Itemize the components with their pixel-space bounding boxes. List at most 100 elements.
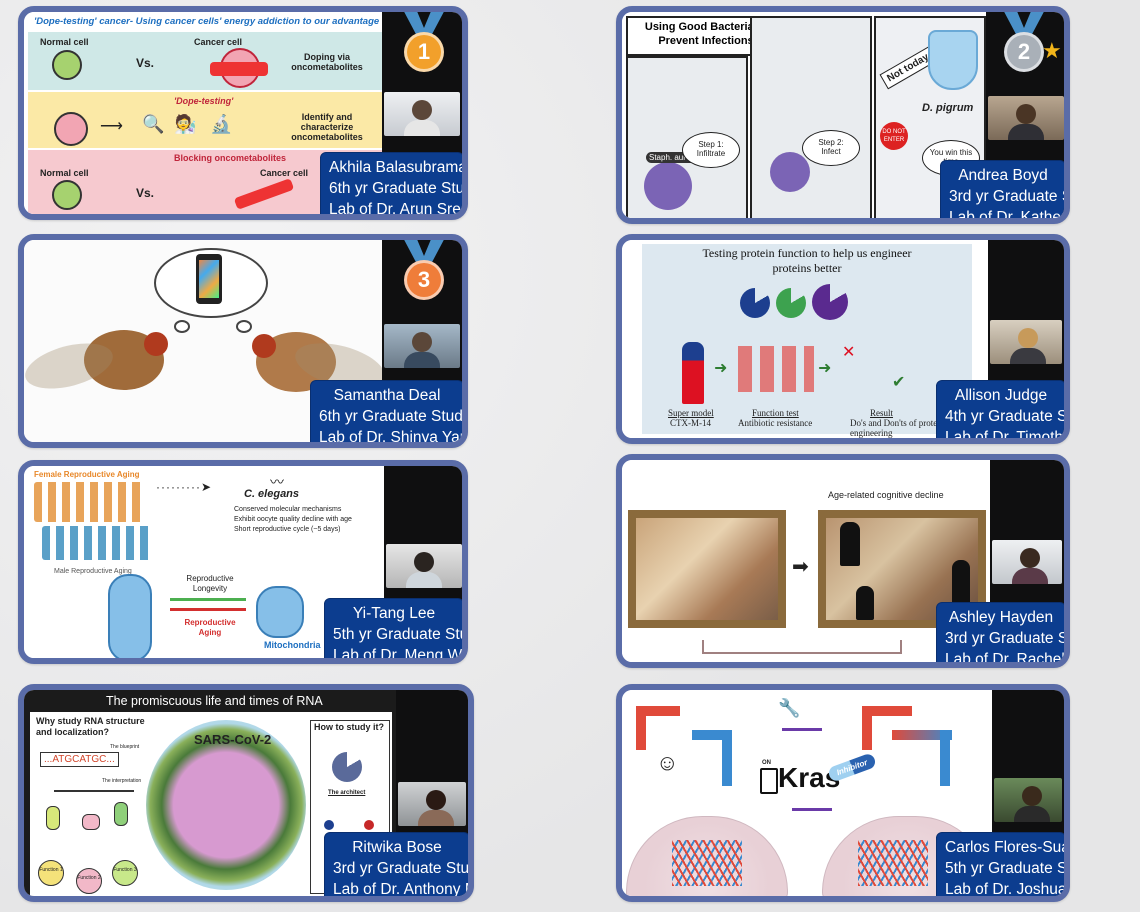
- check-icon: ✔: [892, 374, 906, 391]
- step1-bubble: [682, 132, 740, 168]
- silhouette-3: [952, 560, 970, 604]
- camera-strip-4: [988, 240, 1064, 438]
- dotted-arrow: ·········➤: [156, 480, 213, 494]
- name-tag: Allison Judge 4th yr Graduate Student La…: [936, 380, 1070, 444]
- presenter-name: Carlos Flores-Suarez: [945, 839, 1070, 856]
- c-elegans-label: C. elegans: [244, 488, 300, 500]
- vessel-red-left: [636, 706, 680, 716]
- webcam-person: [426, 790, 446, 810]
- arrow-right-icon: ➡: [792, 556, 809, 578]
- doping-label: Doping via oncometabolites: [291, 52, 363, 72]
- purple-arrow-1: [782, 728, 822, 731]
- model-figure: [682, 342, 704, 404]
- star-badge-icon: ★: [1042, 38, 1062, 63]
- probe-blue: [324, 820, 334, 830]
- vessel-blue-left-down: [722, 730, 732, 786]
- webcam-person: [1016, 104, 1036, 124]
- name-tag: Carlos Flores-Suarez 5th yr Graduate Stu…: [936, 832, 1070, 896]
- stick-figure-icon: ☺: [656, 750, 679, 775]
- function-test-label: Function test: [752, 408, 799, 418]
- d-pigrum-label: D. pigrum: [922, 102, 974, 114]
- sequence-label: ...ATGCATGC...: [40, 752, 119, 767]
- presenter-lab: Lab of Dr. Timothy Palzkill: [945, 429, 1070, 444]
- vessel-blue-right-down: [940, 730, 950, 786]
- name-tag: Samantha Deal 6th yr Graduate Student La…: [310, 380, 462, 442]
- worm-icon: 〰: [270, 474, 284, 490]
- webcam-feed: [384, 324, 460, 368]
- webcam-feed: [992, 540, 1062, 584]
- female-aging-label: Female Reproductive Aging: [34, 470, 140, 479]
- painting-frame-left: [628, 510, 786, 628]
- slide-title: 'Dope-testing' cancer- Using cancer cell…: [34, 16, 380, 27]
- webcam-feed: [990, 320, 1062, 364]
- medal-silver-2: 2: [992, 12, 1056, 80]
- vessel-blue-left: [692, 730, 732, 740]
- mito-right: [256, 586, 304, 638]
- repro-aging-label: Reproductive Aging: [184, 618, 236, 637]
- vessel-red-right-down: [862, 706, 872, 750]
- shield-icon: [928, 30, 978, 90]
- slide-2: Using Good Bacteria to Prevent Infection…: [622, 12, 986, 218]
- medal-gold-1: 1: [392, 12, 456, 80]
- step1-label: Step 1: Infiltrate: [696, 140, 726, 158]
- silhouette-1: [840, 522, 860, 566]
- dope-testing-label: 'Dope-testing': [174, 96, 234, 106]
- brain-left-vessels: [672, 840, 742, 886]
- slide-1: 'Dope-testing' cancer- Using cancer cell…: [24, 12, 386, 214]
- blueprint-label: The blueprint: [110, 744, 140, 750]
- slide-7: The promiscuous life and times of RNA Wh…: [24, 690, 396, 896]
- webcam-person: [1018, 328, 1038, 348]
- fly-right-eye: [252, 334, 276, 358]
- presenter-role: 3rd yr Graduate Student: [333, 860, 470, 877]
- dos-label: Do's and Don'ts of protein engineering: [850, 418, 945, 438]
- vessel-red-right: [862, 706, 912, 716]
- row-1: [28, 32, 382, 90]
- webcam-feed: [384, 92, 460, 136]
- rna-stem-3: [114, 802, 128, 826]
- medal-bronze-3: 3: [392, 240, 456, 308]
- pink-cell: [54, 112, 88, 146]
- medal-number: 2: [1004, 32, 1044, 72]
- how-label: How to study it?: [314, 722, 384, 732]
- identify-label: Identify and characterize oncometabolite…: [291, 112, 363, 142]
- slide-4: Testing protein function to help us engi…: [622, 240, 990, 438]
- sars-label: SARS-CoV-2: [194, 732, 272, 747]
- mito-left: [108, 574, 152, 658]
- comic-frame-2: [750, 16, 872, 218]
- webcam-feed: [988, 96, 1064, 140]
- name-tag: Yi-Tang Lee 5th yr Graduate Student Lab …: [324, 598, 462, 664]
- presenter-lab: Lab of Dr. Arun Sreekumar: [329, 201, 468, 218]
- name-tag: Ritwika Bose 3rd yr Graduate Student Lab…: [324, 832, 470, 896]
- male-figures: [42, 526, 152, 560]
- probe-red: [364, 820, 374, 830]
- slide-3: [24, 240, 386, 442]
- presenter-lab: Lab of Dr. Meng Wang: [333, 647, 462, 664]
- step2-label: Step 2: Infect: [818, 138, 844, 156]
- red-muscle: [210, 62, 268, 76]
- name-tag: Andrea Boyd 3rd yr Graduate Student Lab …: [940, 160, 1070, 224]
- pacman-blue: [740, 288, 770, 318]
- architect-label: The architect: [328, 790, 366, 796]
- webcam-feed: [398, 782, 466, 826]
- presenter-lab: Lab of Dr. Katherine Lemon: [949, 209, 1070, 224]
- webcam-body: [1010, 348, 1046, 364]
- interpretation-label: The interpretation: [102, 778, 142, 784]
- normal-cell-figure: [52, 50, 82, 80]
- medal-number: 1: [404, 32, 444, 72]
- webcam-body: [404, 120, 440, 136]
- presenter-lab: Lab of Dr. Rachel Arey: [945, 651, 1065, 668]
- pacman-purple: [812, 284, 848, 320]
- presenter-role: 6th yr Graduate Student: [329, 180, 465, 197]
- row-2: [28, 92, 382, 148]
- webcam-person: [1020, 548, 1040, 568]
- step2-bubble: [802, 130, 860, 166]
- name-tag: Ashley Hayden 3rd yr Graduate Student La…: [936, 602, 1065, 668]
- vs-label-2: Vs.: [136, 186, 155, 200]
- switch-icon: [760, 768, 778, 794]
- test-figures: [738, 346, 814, 392]
- normal-cell-figure-2: [52, 180, 82, 210]
- purple-arrow-2: [792, 808, 832, 811]
- rna-stem-1: [46, 806, 60, 830]
- vessel-mixed-right: [892, 730, 952, 740]
- function-3: Function 3: [112, 860, 138, 886]
